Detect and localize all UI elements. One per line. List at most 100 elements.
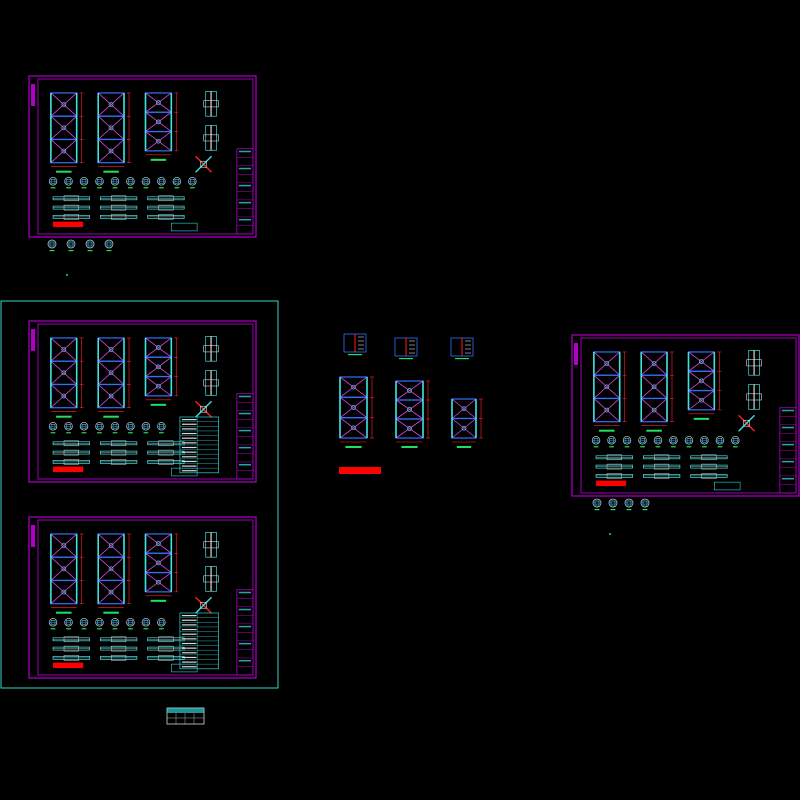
column-base-plate [203, 575, 219, 583]
member-detail-strip [147, 655, 185, 661]
member-detail-strip [52, 195, 90, 202]
member-detail-strip [99, 645, 138, 652]
brace-line [339, 417, 368, 439]
braced-frame [451, 398, 483, 448]
brace-line [593, 351, 620, 376]
title-block-text [238, 167, 251, 170]
detail-label-bar [66, 628, 71, 630]
table-cell-text [181, 456, 197, 458]
braced-frame [395, 380, 430, 448]
braced-frame [97, 533, 131, 614]
column-base-plate [746, 359, 762, 367]
connection-detail [188, 177, 197, 189]
brace-node [108, 589, 114, 595]
title-block-text [238, 150, 251, 153]
brace-line [395, 399, 424, 420]
connection-detail [48, 177, 58, 189]
sheet-outer-border [28, 516, 257, 679]
brace-node [61, 148, 67, 154]
connection-detail [141, 177, 151, 189]
braced-frame [97, 92, 131, 173]
brace-node [351, 405, 356, 410]
view-label-bar [345, 446, 362, 448]
brace-line [97, 384, 125, 408]
detail-label-bar [190, 187, 195, 189]
brace-node [407, 426, 412, 431]
table-cell-text [181, 419, 197, 421]
detail-label-bar [81, 432, 87, 434]
brace-line [50, 337, 77, 362]
brace-node [108, 543, 114, 548]
braced-frame [97, 337, 131, 418]
brace-node [61, 543, 67, 548]
brace-line [688, 370, 715, 391]
center-details [339, 333, 483, 474]
member-detail-strip [642, 463, 681, 470]
member-splice [63, 459, 79, 465]
detail-label-bar [128, 187, 133, 189]
connection-detail [684, 436, 694, 448]
table-cell-text [181, 451, 197, 453]
connection-detail [591, 436, 601, 448]
connection-detail [95, 177, 104, 189]
column-base-plate [203, 345, 219, 353]
member-splice [701, 454, 717, 461]
detail-label-bar [49, 250, 55, 252]
detail-label-bar [106, 250, 112, 252]
view-label-bar [103, 415, 119, 418]
view-label-bar [56, 170, 72, 173]
member-splice [654, 454, 670, 461]
brace-line [395, 418, 424, 439]
detail-label-bar [112, 432, 118, 434]
detail-label-bar [143, 628, 149, 630]
sheet-outer-border [28, 75, 257, 238]
connection-detail [85, 239, 95, 252]
brace-node [61, 393, 67, 399]
member-detail-strip [642, 473, 681, 479]
table-cell-text [181, 642, 197, 645]
table-cell-text [181, 615, 197, 617]
view-label-bar [150, 158, 167, 161]
member-splice [111, 440, 127, 447]
connection-detail [715, 436, 725, 448]
detail-label-bar [87, 250, 93, 252]
title-block [236, 148, 254, 235]
brace-line [97, 92, 125, 117]
member-splice [701, 473, 717, 479]
brace-line [97, 139, 125, 163]
member-detail-strip [99, 449, 138, 456]
detail-label-bar [626, 509, 632, 511]
detail-label-bar [594, 509, 600, 511]
sheet-binding-strip [31, 525, 35, 547]
brace-line [50, 384, 77, 408]
drawing-sheet [571, 334, 800, 497]
connection-detail [110, 618, 120, 630]
detail-label-bar [671, 446, 676, 448]
title-block-text [238, 201, 251, 204]
sheets-layer [28, 75, 800, 679]
connection-detail [64, 618, 73, 630]
brace-node [604, 407, 610, 413]
hatch-note-block [53, 662, 84, 669]
connection-detail [126, 177, 135, 189]
table-cell-text [181, 470, 197, 472]
title-block-text [781, 409, 794, 412]
member-detail-strip [147, 645, 185, 652]
brace-node [108, 393, 114, 399]
detail-label-bar [68, 250, 74, 252]
table-cell-text [181, 428, 197, 430]
brace-node [651, 361, 657, 366]
brace-line [50, 360, 77, 385]
view-label-bar [103, 611, 119, 614]
brace-node [108, 125, 114, 131]
member-splice [111, 214, 127, 220]
connection-detail [79, 177, 89, 189]
connection-detail [700, 436, 709, 448]
member-splice [111, 655, 127, 661]
sheet-outer-border [28, 320, 257, 483]
member-splice [158, 645, 174, 652]
detail-label-bar [112, 187, 118, 189]
brace-node [61, 347, 67, 352]
title-block-text [238, 591, 251, 594]
column-base-plate [203, 100, 219, 108]
